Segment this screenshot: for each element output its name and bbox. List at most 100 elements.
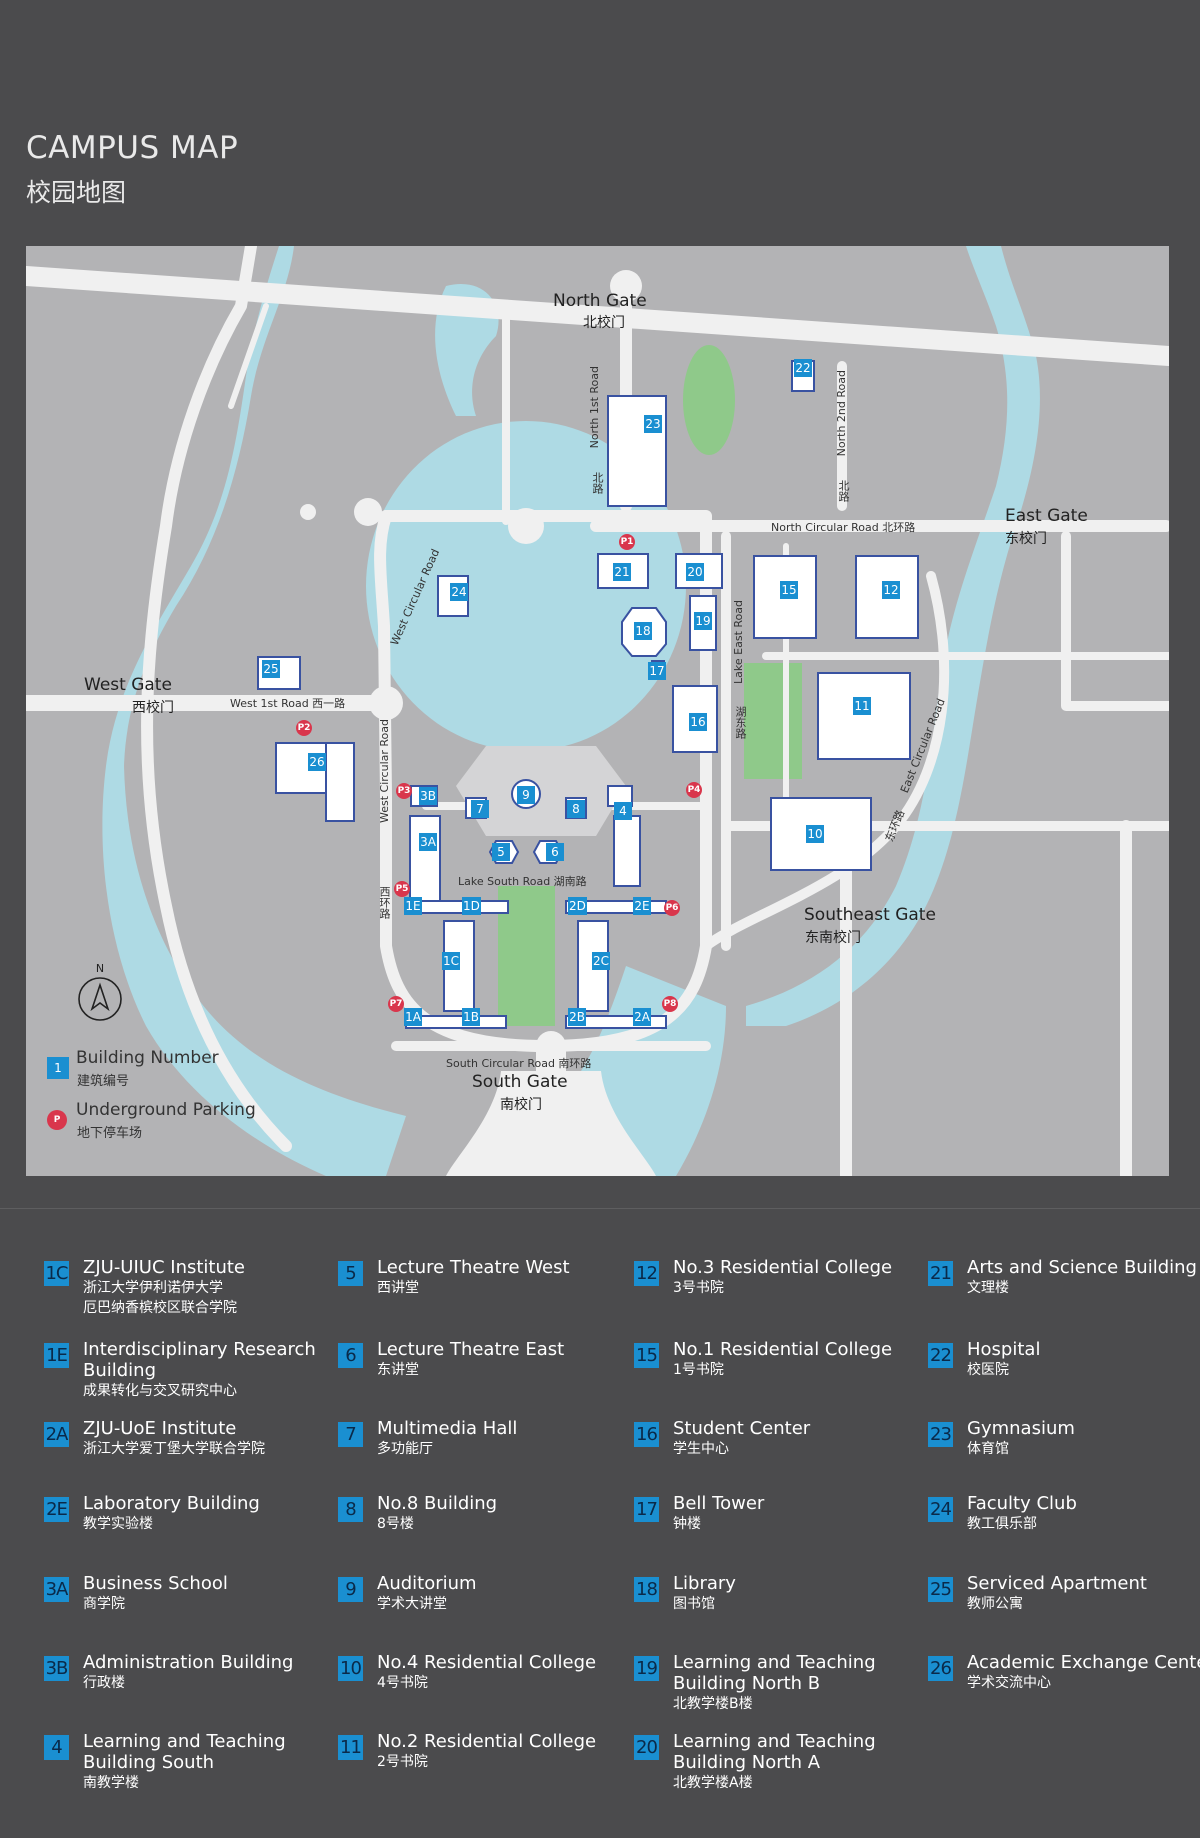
building-badge-8[interactable]: 8 (567, 800, 585, 818)
legend-parking-label: Underground Parking (76, 1100, 256, 1120)
building-badge-3b[interactable]: 3B (419, 787, 437, 805)
parking-marker-p7[interactable]: P7 (388, 996, 404, 1012)
building-badge-23[interactable]: 23 (644, 415, 662, 433)
directory-name-en: Learning and Teaching Building North B (673, 1652, 876, 1694)
building-badge-18[interactable]: 18 (634, 622, 652, 640)
parking-marker-p8[interactable]: P8 (662, 996, 678, 1012)
directory-name-en: Gymnasium (967, 1418, 1075, 1439)
directory-number: 19 (634, 1656, 659, 1681)
directory-number: 21 (928, 1261, 953, 1286)
parking-marker-p2[interactable]: P2 (296, 720, 312, 736)
directory-name-cn: 4号书院 (377, 1675, 428, 1691)
directory-name-cn: 南教学楼 (83, 1775, 139, 1791)
directory-number: 2E (44, 1497, 69, 1522)
east-gate-label-cn: 东校门 (1005, 531, 1047, 547)
building-badge-1c[interactable]: 1C (442, 952, 461, 970)
south-gate-label: South Gate (472, 1072, 568, 1092)
directory-number: 18 (634, 1577, 659, 1602)
directory-number: 6 (338, 1343, 363, 1368)
building-badge-25[interactable]: 25 (262, 660, 280, 678)
directory-name-cn: 学生中心 (673, 1441, 729, 1457)
directory-name-cn: 多功能厅 (377, 1441, 433, 1457)
compass: N (76, 962, 124, 1027)
building-badge-3a[interactable]: 3A (419, 833, 437, 851)
legend-parking-icon: P (47, 1110, 67, 1130)
directory-name-cn: 校医院 (967, 1362, 1009, 1378)
building-badge-5[interactable]: 5 (492, 843, 510, 861)
parking-marker-p6[interactable]: P6 (664, 900, 680, 916)
building-badge-19[interactable]: 19 (694, 612, 712, 630)
directory-name-cn: 教学实验楼 (83, 1516, 153, 1532)
directory-number: 3B (44, 1656, 69, 1681)
building-badge-2e[interactable]: 2E (633, 897, 651, 915)
directory-number: 8 (338, 1497, 363, 1522)
directory-name-cn: 北教学楼B楼 (673, 1696, 753, 1712)
building-badge-9[interactable]: 9 (517, 786, 535, 804)
directory-number: 5 (338, 1261, 363, 1286)
directory-name-en: No.8 Building (377, 1493, 498, 1514)
directory-name-en: Laboratory Building (83, 1493, 260, 1514)
directory-name-cn: 2号书院 (377, 1754, 428, 1770)
building-badge-12[interactable]: 12 (882, 581, 900, 599)
building-badge-4[interactable]: 4 (614, 802, 632, 820)
legend-building-number-label: Building Number (76, 1048, 219, 1068)
building-badge-22[interactable]: 22 (794, 359, 812, 377)
building-badge-1d[interactable]: 1D (462, 897, 481, 915)
directory-number: 15 (634, 1343, 659, 1368)
building-badge-7[interactable]: 7 (471, 800, 489, 818)
building-badge-1b[interactable]: 1B (462, 1008, 480, 1026)
building-badge-2a[interactable]: 2A (633, 1008, 651, 1026)
building-badge-6[interactable]: 6 (546, 843, 564, 861)
building-badge-11[interactable]: 11 (853, 697, 871, 715)
building-badge-20[interactable]: 20 (686, 563, 704, 581)
parking-marker-p1[interactable]: P1 (619, 534, 635, 550)
directory-name-en: ZJU-UIUC Institute (83, 1257, 246, 1278)
directory-number: 24 (928, 1497, 953, 1522)
building-badge-1a[interactable]: 1A (404, 1008, 422, 1026)
building-badge-16[interactable]: 16 (689, 713, 707, 731)
directory-number: 7 (338, 1422, 363, 1447)
west-1st-road-label: West 1st Road 西一路 (230, 697, 346, 710)
directory-name-en: Academic Exchange Center (967, 1652, 1200, 1673)
parking-marker-p3[interactable]: P3 (396, 783, 412, 799)
west-gate-label-cn: 西校门 (132, 700, 174, 716)
southeast-gate-label-cn: 东南校门 (805, 930, 861, 946)
parking-marker-p5[interactable]: P5 (394, 881, 410, 897)
directory-name-en: Multimedia Hall (377, 1418, 518, 1439)
building-badge-1e[interactable]: 1E (404, 897, 422, 915)
directory-number: 20 (634, 1735, 659, 1760)
campus-map[interactable]: North Gate 北校门 East Gate 东校门 West Gate 西… (26, 246, 1169, 1176)
building-badge-26[interactable]: 26 (308, 753, 326, 771)
parking-marker-p4[interactable]: P4 (686, 782, 702, 798)
building-badge-21[interactable]: 21 (613, 563, 631, 581)
page-title: CAMPUS MAP (26, 130, 239, 166)
building-badge-2c[interactable]: 2C (592, 952, 611, 970)
building-badge-2b[interactable]: 2B (568, 1008, 586, 1026)
building-badge-15[interactable]: 15 (780, 581, 798, 599)
building-badge-2d[interactable]: 2D (568, 897, 587, 915)
directory-number: 2A (44, 1422, 69, 1447)
directory-number: 9 (338, 1577, 363, 1602)
directory-name-cn: 商学院 (83, 1596, 125, 1612)
directory-text: Laboratory Building 教学实验楼 (83, 1493, 333, 1534)
directory-name-cn: 西讲堂 (377, 1280, 419, 1296)
building-badge-17[interactable]: 17 (648, 662, 666, 680)
directory-name-en: No.1 Residential College (673, 1339, 893, 1360)
building-badge-24[interactable]: 24 (450, 583, 468, 601)
directory-name-en: Learning and Teaching Building North A (673, 1731, 876, 1773)
building-badge-10[interactable]: 10 (806, 825, 824, 843)
directory-name-cn: 浙江大学爱丁堡大学联合学院 (83, 1441, 265, 1457)
